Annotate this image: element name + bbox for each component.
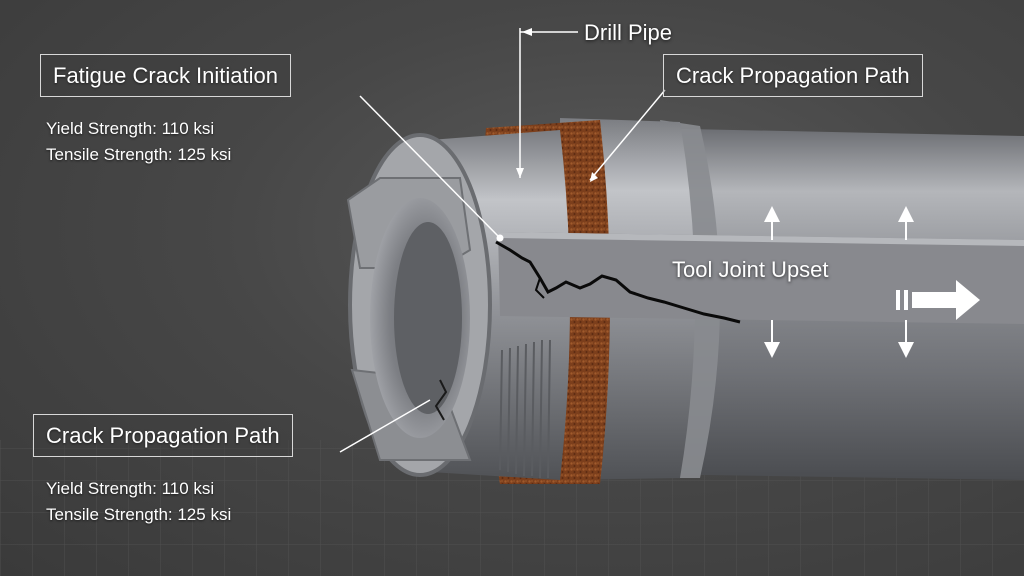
top-yield-strength: Yield Strength: 110 ksi [46, 119, 215, 138]
fatigue-crack-initiation-label: Fatigue Crack Initiation [40, 54, 291, 97]
crack-propagation-bottom-label: Crack Propagation Path [33, 414, 293, 457]
crack-propagation-top-label: Crack Propagation Path [663, 54, 923, 97]
bottom-tensile-strength: Tensile Strength: 125 ksi [46, 504, 232, 524]
front-face-edge [348, 133, 492, 477]
tool-joint-upset-label: Tool Joint Upset [672, 257, 829, 282]
bottom-yield-strength: Yield Strength: 110 ksi [46, 479, 215, 498]
drill-pipe-label: Drill Pipe [584, 20, 673, 45]
stress-arrows [764, 206, 914, 358]
bottom-specs: Yield Strength: 110 ksi Tensile Strength… [46, 476, 231, 527]
top-specs: Yield Strength: 110 ksi Tensile Strength… [46, 116, 231, 167]
top-tensile-strength: Tensile Strength: 125 ksi [46, 144, 232, 164]
cut-window [498, 232, 1024, 324]
flow-arrow-icon [896, 280, 980, 320]
threads [499, 339, 551, 479]
crack-line [495, 240, 741, 324]
bore-crack [434, 379, 448, 421]
